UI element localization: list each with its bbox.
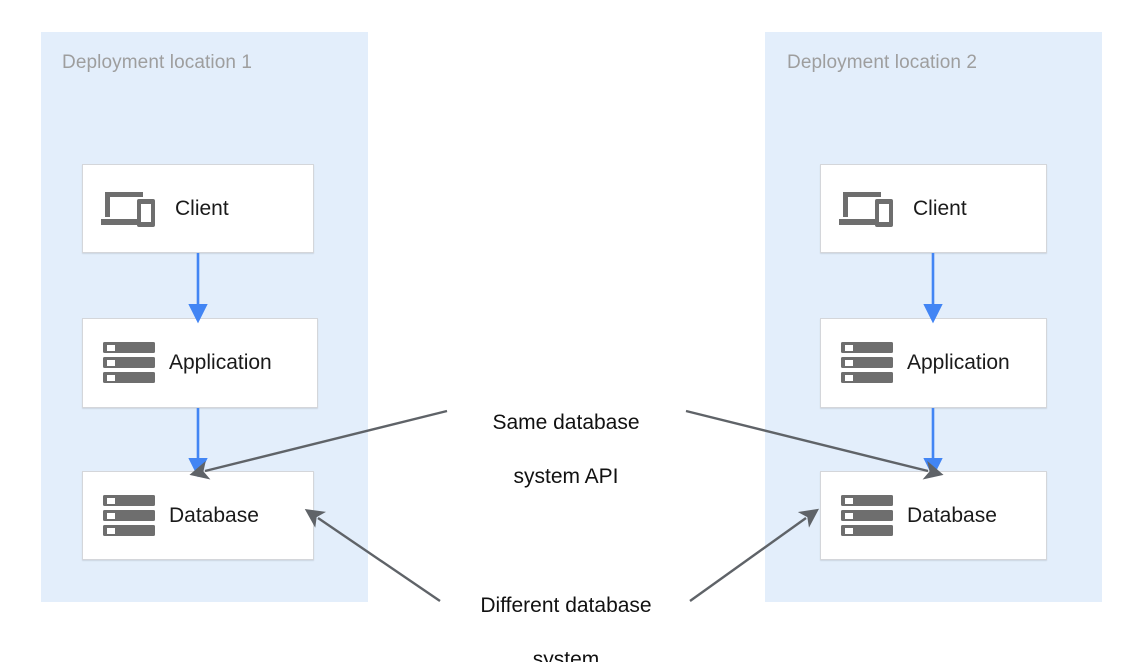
deployment-zone-1-title: Deployment location 1 xyxy=(62,52,253,73)
deployment-zone-2-title: Deployment location 2 xyxy=(787,52,978,73)
server-icon xyxy=(101,494,157,538)
node-client-1-label: Client xyxy=(175,196,229,220)
devices-icon xyxy=(99,189,161,229)
devices-icon xyxy=(837,189,899,229)
node-application-1-label: Application xyxy=(169,351,272,374)
node-client-1[interactable]: Client xyxy=(82,164,314,253)
annotation-different-system-line2: system xyxy=(532,648,600,662)
server-icon xyxy=(839,494,895,538)
node-database-2[interactable]: Database xyxy=(820,471,1047,560)
node-client-2[interactable]: Client xyxy=(820,164,1047,253)
node-application-1[interactable]: Application xyxy=(82,318,318,408)
node-database-1-label: Database xyxy=(169,503,259,527)
node-client-2-label: Client xyxy=(913,196,967,220)
node-application-2-label: Application xyxy=(907,351,1010,374)
server-icon xyxy=(839,341,895,385)
node-database-1[interactable]: Database xyxy=(82,471,314,560)
annotation-same-api-line1: Same database xyxy=(492,411,640,434)
node-application-2[interactable]: Application xyxy=(820,318,1047,408)
node-database-2-label: Database xyxy=(907,503,997,527)
annotation-different-system-line1: Different database xyxy=(480,594,652,617)
annotation-same-database-system-api: Same database system API xyxy=(456,382,676,517)
server-icon xyxy=(101,341,157,385)
annotation-different-database-system: Different database system xyxy=(451,565,681,662)
annotation-same-api-line2: system API xyxy=(513,465,619,488)
